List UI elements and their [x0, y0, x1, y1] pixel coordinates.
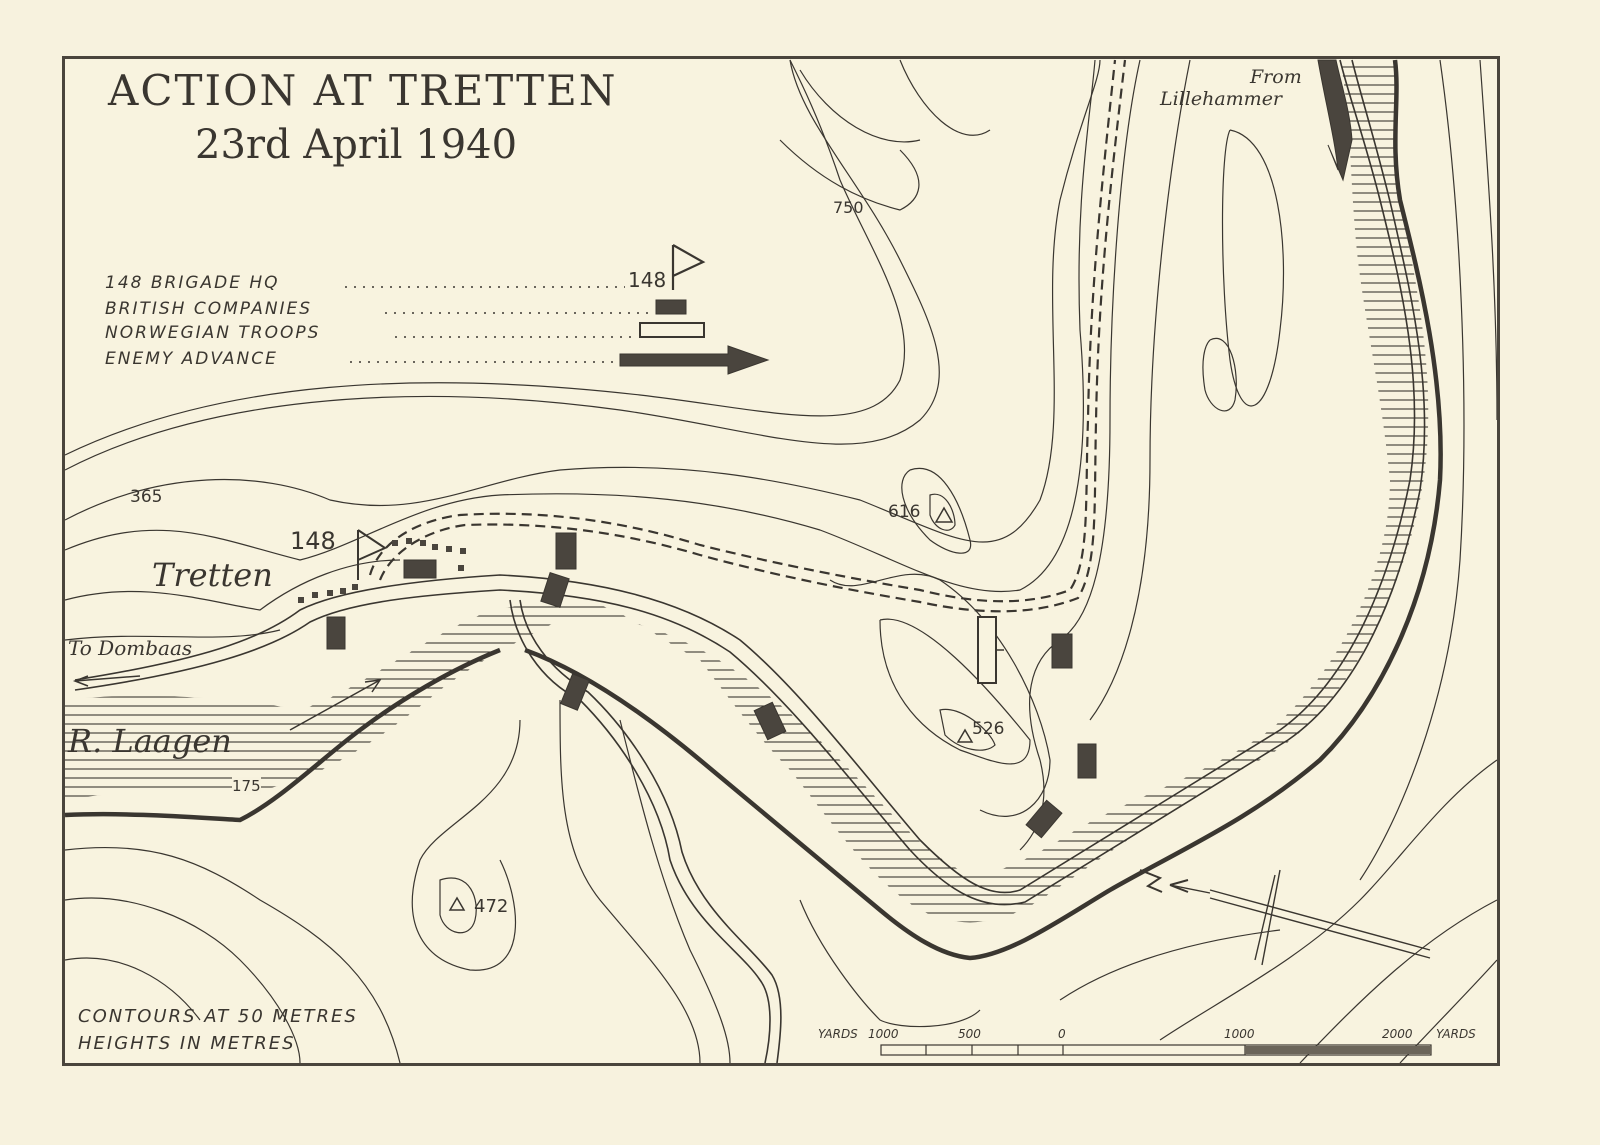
- main-road: [74, 59, 1426, 906]
- river-laagen-label: R. Laagen: [68, 722, 232, 760]
- legend-enemy-arrow-icon: [619, 345, 770, 375]
- to-dombaas-arrow: [72, 675, 141, 687]
- scale-tick-0: 0: [1058, 1027, 1066, 1041]
- norwegian-troops: [977, 616, 997, 684]
- brigade-hq-flag: [357, 529, 388, 580]
- height-472: 472: [474, 896, 509, 917]
- to-dombaas-label: To Dombaas: [68, 636, 193, 660]
- british-companies: [326, 532, 1097, 839]
- legend-hq-number: 148: [628, 268, 667, 292]
- map-subtitle: 23rd April 1940: [195, 122, 518, 168]
- map-title: ACTION AT TRETTEN: [108, 66, 618, 115]
- contour-lines: [65, 59, 1497, 1063]
- lillehammer-label: Lillehammer: [1160, 88, 1283, 110]
- legend-dotted-leaders: [345, 286, 650, 363]
- legend-norwegian-icon: [639, 322, 705, 338]
- height-616: 616: [888, 502, 921, 522]
- town-tretten-label: Tretten: [152, 556, 273, 594]
- trig-points: [448, 506, 974, 911]
- enemy-advance-arrow-river: [289, 679, 382, 731]
- height-750: 750: [833, 198, 864, 217]
- river-laagen: [65, 59, 1443, 961]
- height-175: 175: [232, 777, 261, 795]
- scale-tick-1000-left: 1000: [868, 1027, 899, 1041]
- scale-bar: [880, 1044, 1432, 1056]
- height-526: 526: [972, 719, 1005, 739]
- legend-symbols: [345, 244, 770, 375]
- scale-tick-1000-right: 1000: [1224, 1027, 1255, 1041]
- legend-british-icon: [655, 299, 687, 315]
- tretten-buildings: [298, 538, 466, 603]
- side-road: [509, 599, 782, 1063]
- scale-unit-right: YARDS: [1436, 1027, 1476, 1041]
- railway-crossing: [1139, 869, 1431, 966]
- legend-norwegian-troops: NORWEGIAN TROOPS: [105, 323, 321, 343]
- scale-tick-2000: 2000: [1382, 1027, 1413, 1041]
- from-label: From: [1250, 66, 1302, 88]
- contours-note: CONTOURS AT 50 METRES: [78, 1006, 358, 1027]
- mountain-track: [368, 59, 1127, 613]
- map-frame: [62, 56, 1500, 1066]
- legend-brigade-hq: 148 BRIGADE HQ: [105, 273, 280, 293]
- hq-148-label: 148: [290, 527, 336, 555]
- enemy-advance-arrow-north: [1317, 59, 1353, 182]
- legend-enemy-advance: ENEMY ADVANCE: [105, 349, 278, 369]
- height-365: 365: [130, 487, 163, 507]
- legend-british-companies: BRITISH COMPANIES: [105, 299, 313, 319]
- legend-flag-icon: [671, 244, 706, 290]
- scale-unit-left: YARDS: [818, 1027, 858, 1041]
- heights-note: HEIGHTS IN METRES: [78, 1033, 296, 1054]
- scale-tick-500: 500: [958, 1027, 981, 1041]
